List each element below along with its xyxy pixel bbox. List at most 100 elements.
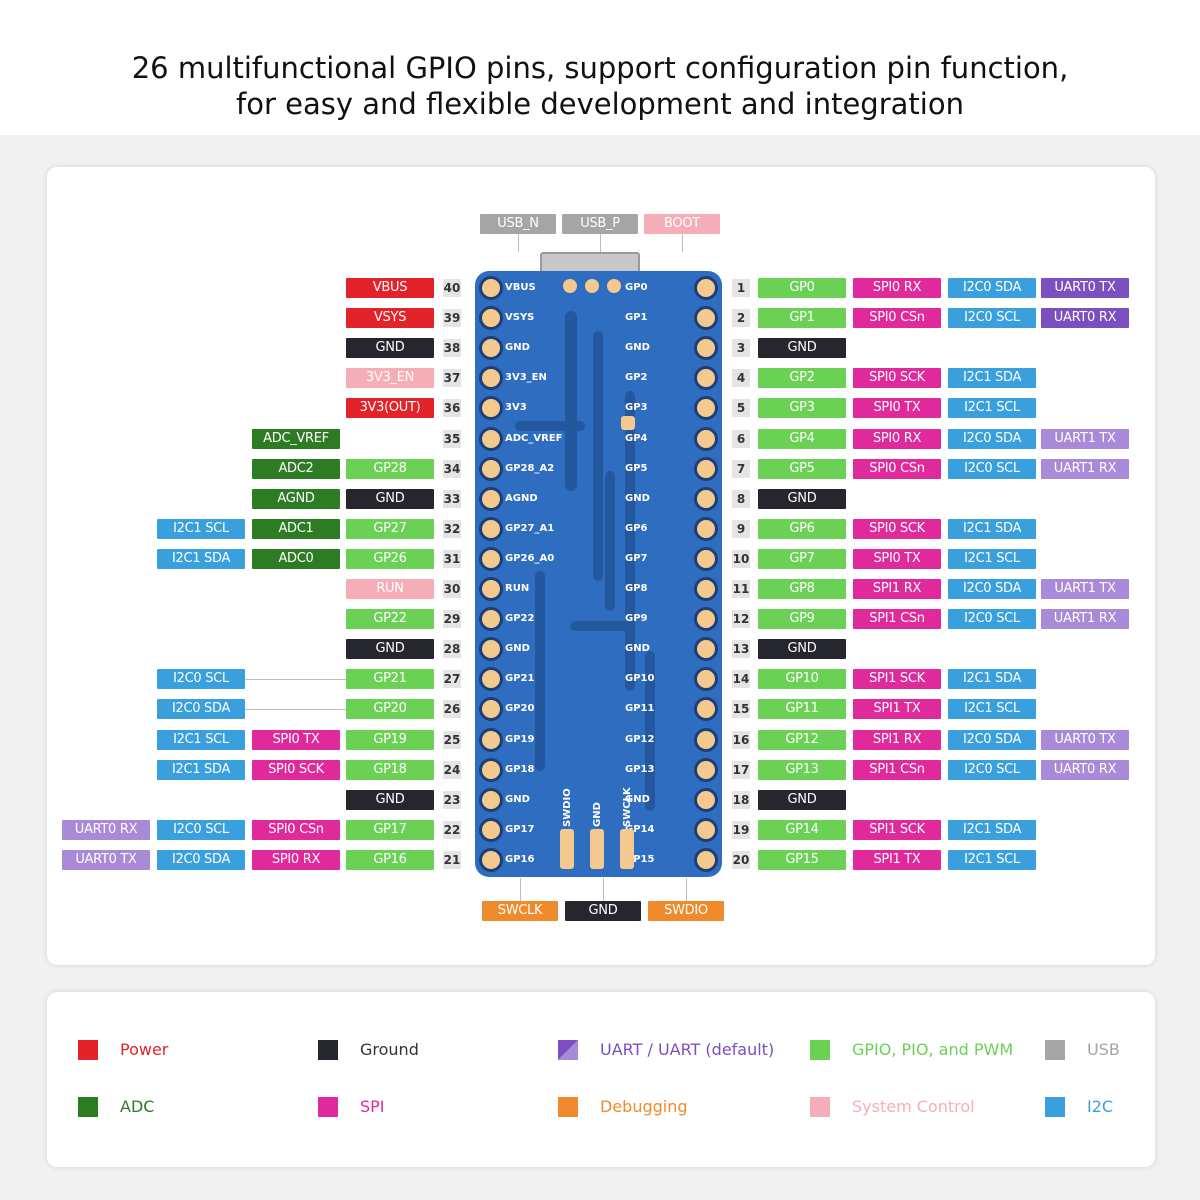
castellated-pad [479, 758, 503, 782]
pin-label-spi1-rx: SPI1 RX [853, 730, 941, 750]
pin-label-gp21: GP21 [346, 669, 434, 689]
pin-label-i2c1-scl: I2C1 SCL [948, 398, 1036, 418]
pcb-trace [645, 651, 655, 811]
pin-label-i2c0-scl: I2C0 SCL [948, 308, 1036, 328]
silkscreen-label: 3V3_EN [505, 372, 547, 383]
pin-label-i2c1-scl: I2C1 SCL [948, 549, 1036, 569]
pin-label-uart0-rx: UART0 RX [1041, 760, 1129, 780]
pcb-trace [565, 311, 577, 491]
silkscreen-label r: GP4 [625, 433, 648, 444]
pin-label-i2c1-sda: I2C1 SDA [157, 760, 245, 780]
pin-label-gp22: GP22 [346, 609, 434, 629]
silkscreen-label: GP26_A0 [505, 553, 555, 564]
pin-label-i2c0-sda: I2C0 SDA [157, 850, 245, 870]
silkscreen-label: GP21 [505, 673, 535, 684]
debug-silk-swdio: SWDIO [562, 788, 573, 827]
silkscreen-label r: GP9 [625, 613, 648, 624]
pin-label-gp13: GP13 [758, 760, 846, 780]
legend-swatch-system [810, 1097, 830, 1117]
silkscreen-label: AGND [505, 493, 538, 504]
legend-swatch-power [78, 1040, 98, 1060]
pin-label-gnd: GND [758, 790, 846, 810]
silkscreen-label r: GP12 [625, 734, 655, 745]
pin-label-gp4: GP4 [758, 429, 846, 449]
pin-number: 31 [443, 550, 461, 568]
silkscreen-label: GND [505, 643, 530, 654]
pin-label-vsys: VSYS [346, 308, 434, 328]
legend-label-system: System Control [852, 1097, 975, 1116]
pin-label-gp26: GP26 [346, 549, 434, 569]
silkscreen-label: GP17 [505, 824, 535, 835]
pin-label-spi1-csn: SPI1 CSn [853, 760, 941, 780]
silkscreen-label: GP16 [505, 854, 535, 865]
pin-label-gnd: GND [346, 489, 434, 509]
pin-label-spi0-tx: SPI0 TX [252, 730, 340, 750]
pin-label-run: RUN [346, 579, 434, 599]
castellated-pad [694, 306, 718, 330]
pin-label-gp17: GP17 [346, 820, 434, 840]
pin-label-adc2: ADC2 [252, 459, 340, 479]
pin-number: 33 [443, 490, 461, 508]
pin-number: 22 [443, 821, 461, 839]
pcb-trace [625, 391, 635, 691]
debug-silk-gnd: GND [592, 802, 603, 827]
pin-label-spi1-sck: SPI1 SCK [853, 669, 941, 689]
pin-label-vbus: VBUS [346, 278, 434, 298]
pin-label-gp16: GP16 [346, 850, 434, 870]
pin-label-spi1-csn: SPI1 CSn [853, 609, 941, 629]
pin-label-spi0-tx: SPI0 TX [853, 398, 941, 418]
pin-label-spi0-csn: SPI0 CSn [252, 820, 340, 840]
pin-number: 37 [443, 369, 461, 387]
connector [686, 878, 687, 901]
legend-swatch-gpio [810, 1040, 830, 1060]
castellated-pad [694, 517, 718, 541]
pcb-trace [593, 331, 603, 581]
pin-label-gp2: GP2 [758, 368, 846, 388]
pin-label-spi0-rx: SPI0 RX [853, 278, 941, 298]
legend-swatch-adc [78, 1097, 98, 1117]
pin-label-gp6: GP6 [758, 519, 846, 539]
pin-number: 34 [443, 460, 461, 478]
silkscreen-label r: GP2 [625, 372, 648, 383]
castellated-pad [479, 818, 503, 842]
pin-number: 32 [443, 520, 461, 538]
pin-label-spi1-tx: SPI1 TX [853, 699, 941, 719]
pin-label-spi0-sck: SPI0 SCK [853, 519, 941, 539]
castellated-pad [479, 637, 503, 661]
silkscreen-label r: GND [625, 794, 650, 805]
legend-swatch-debug [558, 1097, 578, 1117]
pin-label-i2c1-sda: I2C1 SDA [948, 669, 1036, 689]
pin-label-i2c0-sda: I2C0 SDA [948, 278, 1036, 298]
silkscreen-label: GND [505, 794, 530, 805]
pin-label-uart1-rx: UART1 RX [1041, 459, 1129, 479]
castellated-pad [479, 487, 503, 511]
pin-label-gp19: GP19 [346, 730, 434, 750]
legend-label-uart: UART / UART (default) [600, 1040, 775, 1059]
test-pad [563, 279, 577, 293]
legend-label-debug: Debugging [600, 1097, 688, 1116]
castellated-pad [479, 577, 503, 601]
pin-label-spi0-sck: SPI0 SCK [853, 368, 941, 388]
connector [600, 234, 601, 252]
castellated-pad [694, 728, 718, 752]
pin-label-gp27: GP27 [346, 519, 434, 539]
pin-number: 23 [443, 791, 461, 809]
silkscreen-label: GP28_A2 [505, 463, 555, 474]
pin-label-gp7: GP7 [758, 549, 846, 569]
pin-label-i2c0-scl: I2C0 SCL [948, 459, 1036, 479]
castellated-pad [479, 547, 503, 571]
legend-label-adc: ADC [120, 1097, 155, 1116]
castellated-pad [694, 487, 718, 511]
top-label-usb-p: USB_P [562, 214, 638, 234]
pcb-trace [535, 571, 545, 771]
silkscreen-label r: GP10 [625, 673, 655, 684]
silkscreen-label r: GP8 [625, 583, 648, 594]
silkscreen-label: RUN [505, 583, 530, 594]
pin-label-3v3-out: 3V3(OUT) [346, 398, 434, 418]
silkscreen-label r: GND [625, 643, 650, 654]
legend-label-spi: SPI [360, 1097, 385, 1116]
pin-label-uart1-tx: UART1 TX [1041, 429, 1129, 449]
castellated-pad [694, 577, 718, 601]
silkscreen-label r: GP11 [625, 703, 655, 714]
